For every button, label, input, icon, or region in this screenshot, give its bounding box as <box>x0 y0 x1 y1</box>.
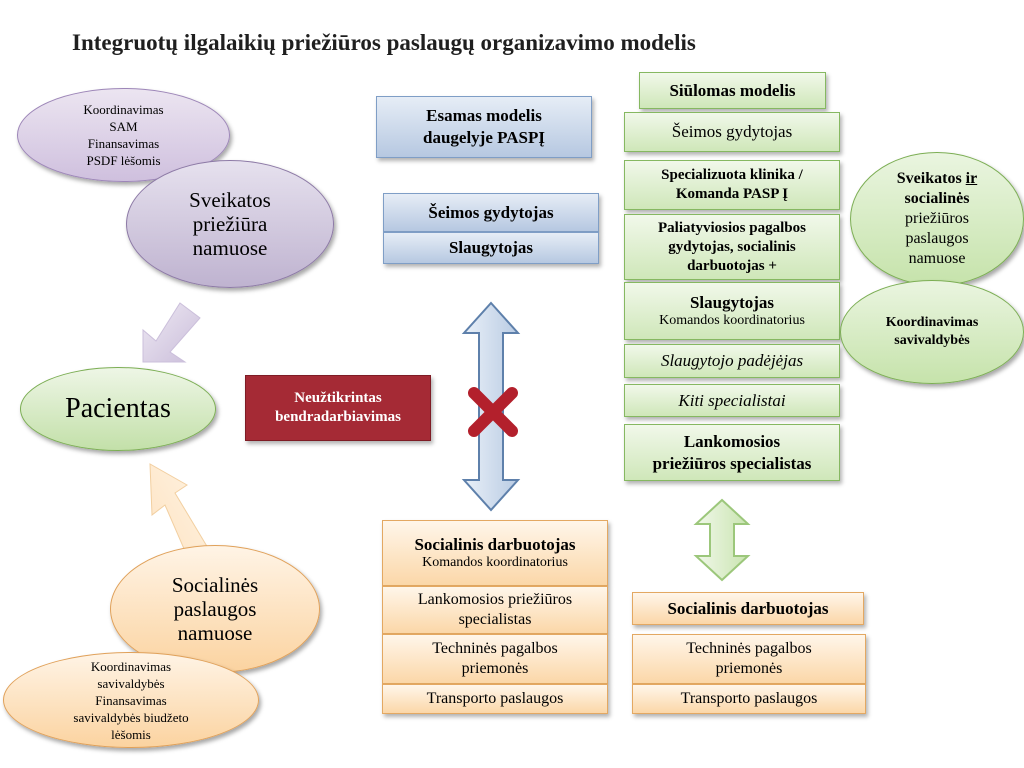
coordination-municipality-ellipse: Koordinavimas savivaldybės Finansavimas … <box>3 652 259 748</box>
existing-family-doctor: Šeimos gydytojas <box>383 193 599 232</box>
health-social-services-ellipse: Sveikatos ir socialinės priežiūros pasla… <box>850 152 1024 286</box>
page-title: Integruotų ilgalaikių priežiūros paslaug… <box>72 30 696 55</box>
palliative-care-box: Paliatyviosios pagalbos gydytojas, socia… <box>624 214 840 280</box>
patient-ellipse: Pacientas <box>20 367 216 451</box>
transport-services-left: Transporto paslaugos <box>382 684 608 714</box>
technical-aids-right: Techninės pagalbos priemonės <box>632 634 866 684</box>
visiting-care-specialists-left: Lankomosios priežiūros specialistas <box>382 586 608 634</box>
transport-services-right: Transporto paslaugos <box>632 684 866 714</box>
proposed-nurse-box: Slaugytojas Komandos koordinatorius <box>624 282 840 340</box>
coordination-municipality-right-ellipse: Koordinavimas savivaldybės <box>840 280 1024 384</box>
visiting-care-specialist-box: Lankomosios priežiūros specialistas <box>624 424 840 481</box>
nurse-assistant-box: Slaugytojo padėjėjas <box>624 344 840 378</box>
proposed-family-doctor: Šeimos gydytojas <box>624 112 840 152</box>
health-care-home-ellipse: Sveikatos priežiūra namuose <box>126 160 334 288</box>
technical-aids-left: Techninės pagalbos priemonės <box>382 634 608 684</box>
social-worker-left: Socialinis darbuotojas Komandos koordina… <box>382 520 608 586</box>
social-worker-right: Socialinis darbuotojas <box>632 592 864 625</box>
not-ensured-cooperation-box: Neužtikrintas bendradarbiavimas <box>245 375 431 441</box>
double-arrow-green <box>693 498 751 582</box>
health-to-patient-arrow <box>142 302 201 363</box>
coordination-sam-ellipse: Koordinavimas SAM Finansavimas PSDF lėšo… <box>17 88 230 182</box>
other-specialists-box: Kiti specialistai <box>624 384 840 417</box>
existing-nurse: Slaugytojas <box>383 232 599 264</box>
existing-model-header: Esamas modelis daugelyje PASPĮ <box>376 96 592 158</box>
blocked-x-icon <box>468 387 518 437</box>
proposed-model-header: Siūlomas modelis <box>639 72 826 109</box>
specialized-clinic-box: Specializuota klinika / Komanda PASP Į <box>624 160 840 210</box>
social-to-patient-arrow <box>149 463 209 559</box>
